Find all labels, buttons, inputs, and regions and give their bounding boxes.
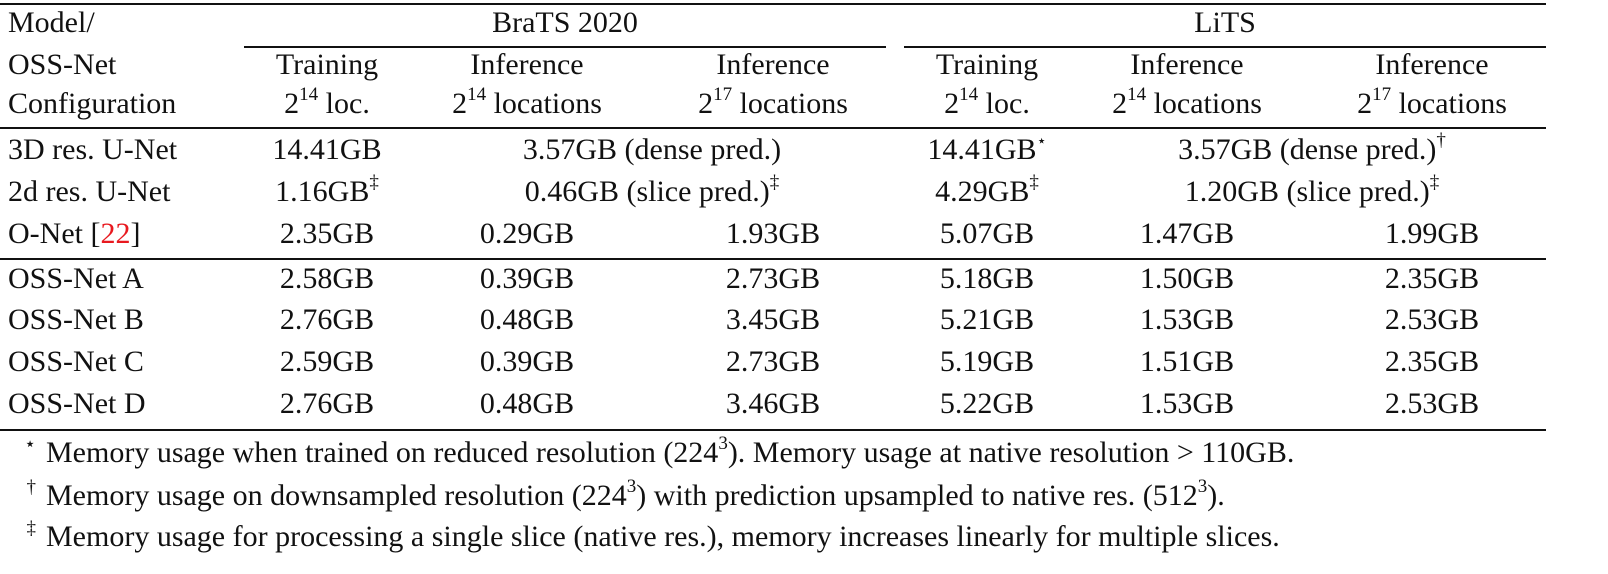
row-onet-lits-inf17: 1.99GB	[1384, 217, 1480, 250]
row-3d-unet-model: 3D res. U-Net	[8, 133, 178, 166]
row-onet-brats-train: 2.35GB	[279, 217, 375, 250]
header-model-line-2: OSS-Net	[8, 48, 117, 81]
citation-link[interactable]: 22	[100, 217, 131, 250]
header-lits-training: Training	[935, 48, 1039, 81]
header-lits-inference-17-loc: 217 locations	[1357, 84, 1507, 120]
header-lits-inference-17: Inference	[1375, 48, 1489, 81]
footnote-double-dagger: ‡Memory usage for processing a single sl…	[26, 518, 1280, 553]
row-ossnet-c-v4: 1.51GB	[1139, 345, 1235, 378]
row-ossnet-c-v1: 0.39GB	[479, 345, 575, 378]
header-lits-inference-14: Inference	[1130, 48, 1244, 81]
row-ossnet-a-v1: 0.39GB	[479, 262, 575, 295]
header-lits-inference-14-loc: 214 locations	[1112, 84, 1262, 120]
row-ossnet-b-v0: 2.76GB	[279, 303, 375, 336]
row-ossnet-a-v3: 5.18GB	[939, 262, 1035, 295]
row-2d-unet-brats-train: 1.16GB‡	[275, 172, 379, 208]
row-ossnet-c-v2: 2.73GB	[725, 345, 821, 378]
footnote-dagger: †Memory usage on downsampled resolution …	[26, 476, 1225, 512]
header-brats-inference-14: Inference	[470, 48, 584, 81]
row-ossnet-b-v5: 2.53GB	[1384, 303, 1480, 336]
row-ossnet-d-model: OSS-Net D	[8, 387, 146, 420]
header-brats-training-loc: 214 loc.	[284, 84, 370, 120]
row-2d-unet-lits-merged: 1.20GB (slice pred.)‡	[1184, 172, 1440, 208]
row-ossnet-d-v1: 0.48GB	[479, 387, 575, 420]
header-group-lits: LiTS	[1194, 6, 1256, 39]
row-3d-unet-lits-merged: 3.57GB (dense pred.)†	[1178, 130, 1446, 166]
header-brats-training: Training	[275, 48, 379, 81]
row-ossnet-b-v1: 0.48GB	[479, 303, 575, 336]
row-3d-unet-lits-train: 14.41GB⋆	[927, 131, 1047, 167]
row-ossnet-c-v3: 5.19GB	[939, 345, 1035, 378]
row-ossnet-b-v4: 1.53GB	[1139, 303, 1235, 336]
header-group-brats: BraTS 2020	[492, 6, 638, 39]
row-ossnet-a-v5: 2.35GB	[1384, 262, 1480, 295]
baseline-rule	[0, 258, 1546, 260]
row-ossnet-c-v5: 2.35GB	[1384, 345, 1480, 378]
row-onet-model: O-Net [22]	[8, 217, 141, 250]
row-ossnet-d-v4: 1.53GB	[1139, 387, 1235, 420]
header-model-line-3: Configuration	[8, 87, 177, 120]
row-2d-unet-model: 2d res. U-Net	[8, 175, 171, 208]
row-ossnet-b-v2: 3.45GB	[725, 303, 821, 336]
footnote-star: ⋆Memory usage when trained on reduced re…	[24, 433, 1295, 469]
row-onet-lits-inf14: 1.47GB	[1139, 217, 1235, 250]
row-2d-unet-lits-train: 4.29GB‡	[935, 172, 1039, 208]
row-ossnet-a-v4: 1.50GB	[1139, 262, 1235, 295]
header-brats-inference-14-loc: 214 locations	[452, 84, 602, 120]
row-ossnet-d-v0: 2.76GB	[279, 387, 375, 420]
row-ossnet-d-v5: 2.53GB	[1384, 387, 1480, 420]
row-onet-brats-inf14: 0.29GB	[479, 217, 575, 250]
row-ossnet-a-v2: 2.73GB	[725, 262, 821, 295]
row-ossnet-a-model: OSS-Net A	[8, 262, 144, 295]
row-ossnet-a-v0: 2.58GB	[279, 262, 375, 295]
header-brats-inference-17: Inference	[716, 48, 830, 81]
row-onet-lits-train: 5.07GB	[939, 217, 1035, 250]
row-ossnet-b-model: OSS-Net B	[8, 303, 144, 336]
brats-group-rule	[244, 46, 886, 48]
row-3d-unet-brats-merged: 3.57GB (dense pred.)	[522, 133, 782, 166]
row-onet-brats-inf17: 1.93GB	[725, 217, 821, 250]
lits-group-rule	[904, 46, 1546, 48]
row-ossnet-c-v0: 2.59GB	[279, 345, 375, 378]
header-rule	[0, 127, 1546, 129]
header-brats-inference-17-loc: 217 locations	[698, 84, 848, 120]
row-ossnet-c-model: OSS-Net C	[8, 345, 144, 378]
header-model-line-1: Model/	[8, 6, 95, 39]
row-ossnet-d-v3: 5.22GB	[939, 387, 1035, 420]
row-2d-unet-brats-merged: 0.46GB (slice pred.)‡	[524, 172, 780, 208]
header-lits-training-loc: 214 loc.	[944, 84, 1030, 120]
row-3d-unet-brats-train: 14.41GB	[272, 133, 382, 166]
row-ossnet-b-v3: 5.21GB	[939, 303, 1035, 336]
bottom-rule	[0, 429, 1546, 431]
top-rule	[0, 3, 1546, 5]
row-ossnet-d-v2: 3.46GB	[725, 387, 821, 420]
